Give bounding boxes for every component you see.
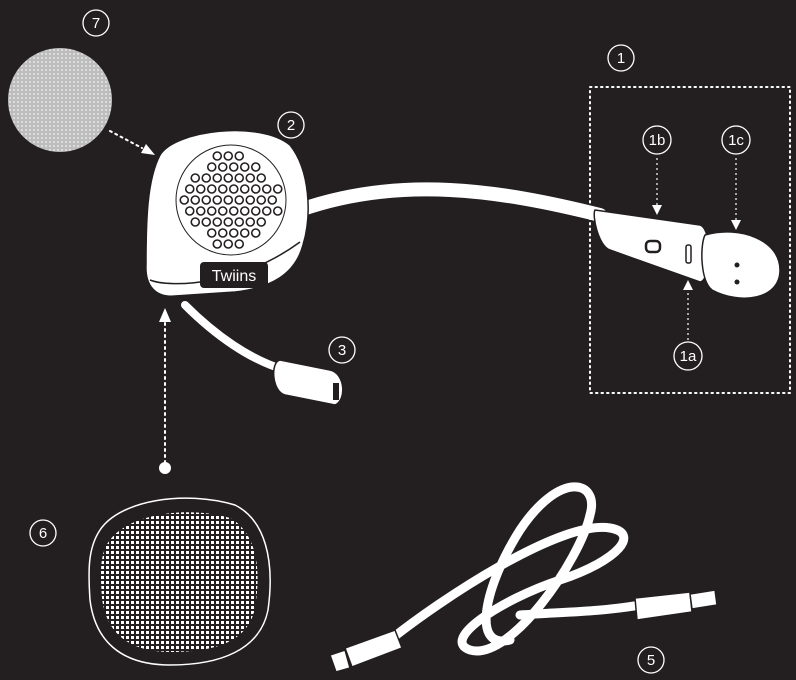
- grille-hole: [234, 239, 245, 249]
- grille-hole: [256, 173, 267, 183]
- grille-hole: [217, 228, 228, 238]
- leader-dot-6: [159, 462, 171, 474]
- grille-hole: [206, 206, 217, 216]
- callout-7: 7: [82, 9, 110, 37]
- speaker-grille: [175, 144, 287, 256]
- callout-3: 3: [328, 336, 356, 364]
- grille-hole: [272, 184, 283, 194]
- grille-hole: [223, 217, 234, 227]
- grille-hole: [256, 217, 267, 227]
- callout-5: 5: [637, 646, 665, 674]
- grille-hole: [250, 228, 261, 238]
- grille-hole: [261, 206, 272, 216]
- grille-hole: [250, 184, 261, 194]
- grille-hole: [212, 239, 223, 249]
- grille-hole: [212, 173, 223, 183]
- grille-hole: [212, 217, 223, 227]
- grille-hole: [267, 195, 278, 205]
- grille-hole: [228, 206, 239, 216]
- grille-hole: [223, 173, 234, 183]
- grille-hole: [223, 195, 234, 205]
- callout-1c: 1c: [721, 125, 751, 155]
- grille-hole: [184, 184, 195, 194]
- grille-hole: [190, 173, 201, 183]
- grille-hole: [250, 162, 261, 172]
- grille-hole: [212, 151, 223, 161]
- usb-connector: [634, 589, 718, 621]
- grille-hole: [195, 206, 206, 216]
- svg-text:1c: 1c: [728, 132, 744, 149]
- grille-hole: [239, 162, 250, 172]
- svg-text:1a: 1a: [680, 348, 697, 365]
- arrow-1b: [652, 205, 662, 215]
- grille-hole: [234, 151, 245, 161]
- arrow-1c: [731, 220, 741, 230]
- grille-hole: [190, 195, 201, 205]
- grille-hole: [201, 217, 212, 227]
- grille-hole: [206, 184, 217, 194]
- grille-hole: [212, 195, 223, 205]
- grille-hole: [256, 195, 267, 205]
- grille-hole: [239, 228, 250, 238]
- grille-hole: [272, 206, 283, 216]
- grille-hole: [234, 195, 245, 205]
- grille-hole: [217, 162, 228, 172]
- grille-hole: [184, 206, 195, 216]
- windscreen-sponge: [8, 48, 112, 152]
- microphone: [593, 209, 781, 299]
- arrow-1a: [683, 280, 693, 290]
- grille-hole: [239, 184, 250, 194]
- arrow-6: [159, 308, 171, 322]
- grille-hole: [239, 206, 250, 216]
- grille-hole: [234, 217, 245, 227]
- connector-cable: [181, 301, 289, 374]
- brand-logo: Twiins: [212, 268, 256, 285]
- callout-1a: 1a: [673, 341, 703, 371]
- callout-1b: 1b: [642, 125, 672, 155]
- microphone-led: [685, 244, 692, 264]
- grille-hole: [223, 239, 234, 249]
- usb-cable: [385, 482, 645, 656]
- microphone-boom-cable: [293, 182, 607, 222]
- ear-pad: [88, 497, 271, 666]
- grille-hole: [245, 173, 256, 183]
- grille-hole: [245, 195, 256, 205]
- grille-hole: [195, 184, 206, 194]
- grille-hole: [201, 195, 212, 205]
- grille-hole: [217, 184, 228, 194]
- leader-line-7: [109, 130, 143, 149]
- grille-hole: [245, 217, 256, 227]
- brand-badge: [200, 262, 268, 288]
- grille-hole: [201, 173, 212, 183]
- grille-hole: [179, 195, 190, 205]
- arrow-7: [141, 144, 155, 155]
- callout-2: 2: [277, 111, 305, 139]
- svg-text:1b: 1b: [649, 132, 666, 149]
- grille-hole: [206, 228, 217, 238]
- svg-text:2: 2: [287, 117, 295, 134]
- grille-hole: [228, 228, 239, 238]
- grille-hole: [261, 184, 272, 194]
- microphone-highlight-box: [589, 86, 791, 394]
- grille-hole: [228, 184, 239, 194]
- microphone-button: [644, 239, 662, 254]
- svg-text:5: 5: [647, 652, 655, 669]
- callout-6: 6: [29, 519, 57, 547]
- svg-text:7: 7: [92, 15, 100, 32]
- grille-hole: [223, 151, 234, 161]
- svg-text:1: 1: [617, 50, 625, 67]
- grille-hole: [217, 206, 228, 216]
- grille-hole: [234, 173, 245, 183]
- cable-connector: [273, 359, 344, 406]
- callout-1: 1: [607, 44, 635, 72]
- grille-hole: [190, 217, 201, 227]
- grille-hole: [228, 162, 239, 172]
- speaker-unit: Twiins: [145, 129, 309, 297]
- svg-text:6: 6: [39, 525, 47, 542]
- grille-hole: [206, 162, 217, 172]
- svg-text:3: 3: [338, 342, 346, 359]
- grille-hole: [250, 206, 261, 216]
- micro-usb-plug: [329, 629, 403, 673]
